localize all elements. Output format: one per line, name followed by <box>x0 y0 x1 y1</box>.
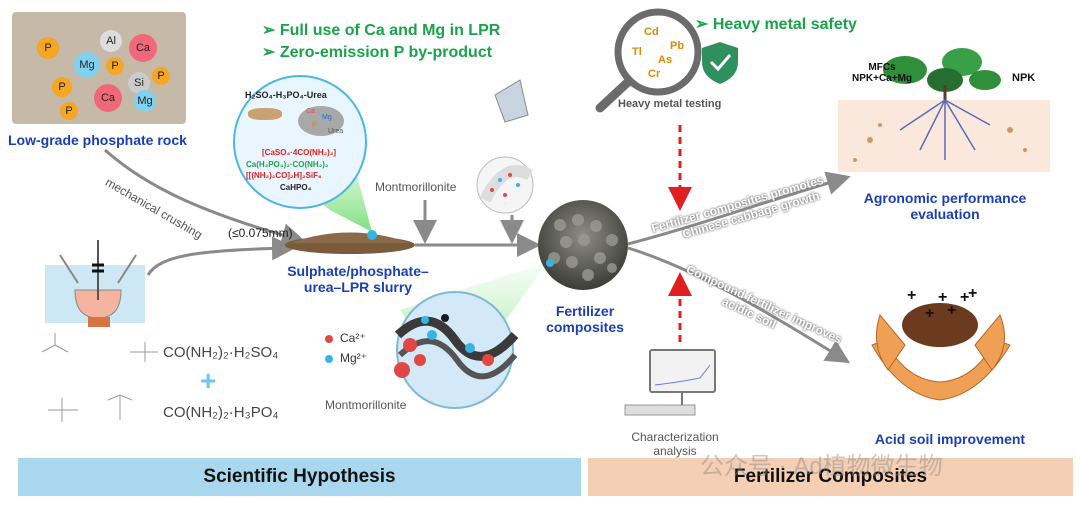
montmorillonite-mini-dots <box>490 173 520 197</box>
ca-ion-label: Ca²⁺ <box>340 331 366 345</box>
magnifier-handle <box>595 77 633 113</box>
claim-ca-mg: ➢ Full use of Ca and Mg in LPR <box>262 22 501 39</box>
urea-molecule <box>41 333 69 353</box>
fertilizer-label-line1: Fertilizer <box>555 303 615 319</box>
soil-arrow <box>627 246 851 364</box>
crushing-arrow <box>104 148 306 247</box>
svg-text:+: + <box>947 302 956 319</box>
ion-dots <box>394 314 494 378</box>
magnifier-lens <box>614 8 702 96</box>
fertilizer-label: Fertilizer composites <box>530 303 640 335</box>
shield-icon <box>702 42 738 84</box>
soil-dots <box>853 123 1027 162</box>
montmorillonite-mini <box>476 156 534 214</box>
acid-soil-label: Acid soil improvement <box>874 431 1026 447</box>
size-label: (≤0.075mm) <box>228 226 293 240</box>
bubble-urea-label: Urea <box>328 128 344 135</box>
bubble-p-label: P <box>312 122 317 129</box>
slurry-label-line1: Sulphate/phosphate– <box>287 263 429 279</box>
element-cr: Cr <box>648 68 661 80</box>
svg-text:+: + <box>960 289 969 306</box>
hands-soil-icon <box>871 303 1011 401</box>
rock-ball-mg: Mg <box>74 52 100 78</box>
svg-text:+: + <box>938 289 947 306</box>
bubble-formula-1: [CaSO₄·4CO(NH₂)₂] <box>262 148 337 157</box>
mfc-label-line2: NPK+Ca+Mg <box>852 73 913 84</box>
slurry-label: Sulphate/phosphate– urea–LPR slurry <box>268 263 448 295</box>
heavy-metal-testing-label: Heavy metal testing <box>618 98 722 110</box>
mfc-label-line1: MFCs <box>868 62 896 73</box>
scientific-hypothesis-bar: Scientific Hypothesis <box>18 458 581 496</box>
agronomic-label-line2: evaluation <box>910 206 980 222</box>
svg-text:+: + <box>907 287 916 304</box>
npk-label: NPK <box>1012 72 1036 84</box>
rock-ball-mg2: Mg <box>134 90 156 112</box>
fertilizer-label-line2: composites <box>546 319 624 335</box>
element-pb: Pb <box>670 40 685 52</box>
rock-ball-al: Al <box>100 30 122 52</box>
claim-zero-emission: ➢ Zero-emission P by-product <box>262 44 493 61</box>
mg-ion-dot <box>325 355 333 363</box>
rock-label: Low-grade phosphate rock <box>8 132 187 148</box>
rock-ball-p3: P <box>152 67 170 85</box>
montmorillonite-bottom-label: Montmorillonite <box>325 398 407 412</box>
slurry-label-line2: urea–LPR slurry <box>303 279 413 295</box>
rock-ball-ca2: Ca <box>94 84 122 112</box>
agronomic-label: Agronomic performance evaluation <box>845 190 1045 222</box>
sample-bag-icon <box>494 79 529 123</box>
slurry-dot <box>367 230 377 240</box>
reactor-arrow <box>146 236 296 276</box>
phosphate-rock-photo: P Al Ca Mg P Si P P Ca Mg P <box>12 12 186 124</box>
soil-panel <box>838 100 1050 172</box>
sulfuric-molecule <box>130 342 158 362</box>
claim-heavy-metal: ➢ Heavy metal safety <box>695 16 857 33</box>
slurry-mound <box>290 232 410 243</box>
phosphoric-molecule <box>48 398 78 422</box>
chem-formula-sulfate: CO(NH₂)₂·H₂SO₄ <box>163 344 279 361</box>
agronomic-label-line1: Agronomic performance <box>863 190 1027 206</box>
rock-powder-icon <box>248 108 282 120</box>
rock-ball-p5: P <box>60 102 78 120</box>
element-as: As <box>658 54 673 66</box>
svg-text:+: + <box>925 305 934 322</box>
rock-ball-si: Si <box>128 72 150 94</box>
element-tl: Tl <box>632 46 642 58</box>
rock-ball-p2: P <box>106 57 124 75</box>
characterization-line2: analysis <box>653 444 697 458</box>
urea-molecule-2 <box>107 394 133 420</box>
fertilizer-dot <box>546 259 554 267</box>
chem-plus: + <box>200 365 217 396</box>
rock-ball-ca: Ca <box>129 34 157 62</box>
cabbage-plant <box>883 48 1001 160</box>
bubble-mg-label: Mg <box>322 114 332 121</box>
bubble-formula-2: Ca(H₂PO₄)₂·CO(NH₂)₂ <box>246 160 329 169</box>
clay-layers <box>394 316 519 361</box>
characterization-line1: Characterization <box>631 430 719 444</box>
watermark: 公众号 · Ad植物微生物 <box>700 453 943 480</box>
montmorillonite-top-label: Montmorillonite <box>375 180 457 194</box>
bubble-header: H₂SO₄-H₃PO₄-Urea <box>245 90 327 100</box>
mfc-label: MFCs NPK+Ca+Mg <box>852 62 912 84</box>
rock-ball-p: P <box>37 37 59 59</box>
chem-formula-phosphate: CO(NH₂)₂·H₃PO₄ <box>163 404 279 421</box>
reactor-heater <box>88 317 110 327</box>
fertilizer-composites-label: Fertilizer Composites <box>733 466 928 487</box>
agronomic-arrow <box>627 171 851 246</box>
soil-charge-signs: ++++ ++ <box>907 285 977 322</box>
element-cd: Cd <box>644 26 659 38</box>
scientific-hypothesis-label: Scientific Hypothesis <box>203 466 396 487</box>
pellet-texture <box>548 214 618 281</box>
bubble-formula-3: [[(NH₂)₂CO]₂H]₂SiF₆ <box>246 171 322 180</box>
bubble-ca-label: Ca <box>306 108 315 115</box>
characterization-label: Characterization analysis <box>620 430 730 458</box>
ca-ion-dot <box>325 335 333 343</box>
fertilizer-composites-bar: Fertilizer Composites <box>588 458 1073 496</box>
bubble-formula-4: CaHPO₄ <box>280 183 312 192</box>
svg-text:+: + <box>968 285 977 302</box>
reaction-particle <box>298 106 344 136</box>
mg-ion-label: Mg²⁺ <box>340 351 367 365</box>
rock-ball-p4: P <box>52 77 72 97</box>
